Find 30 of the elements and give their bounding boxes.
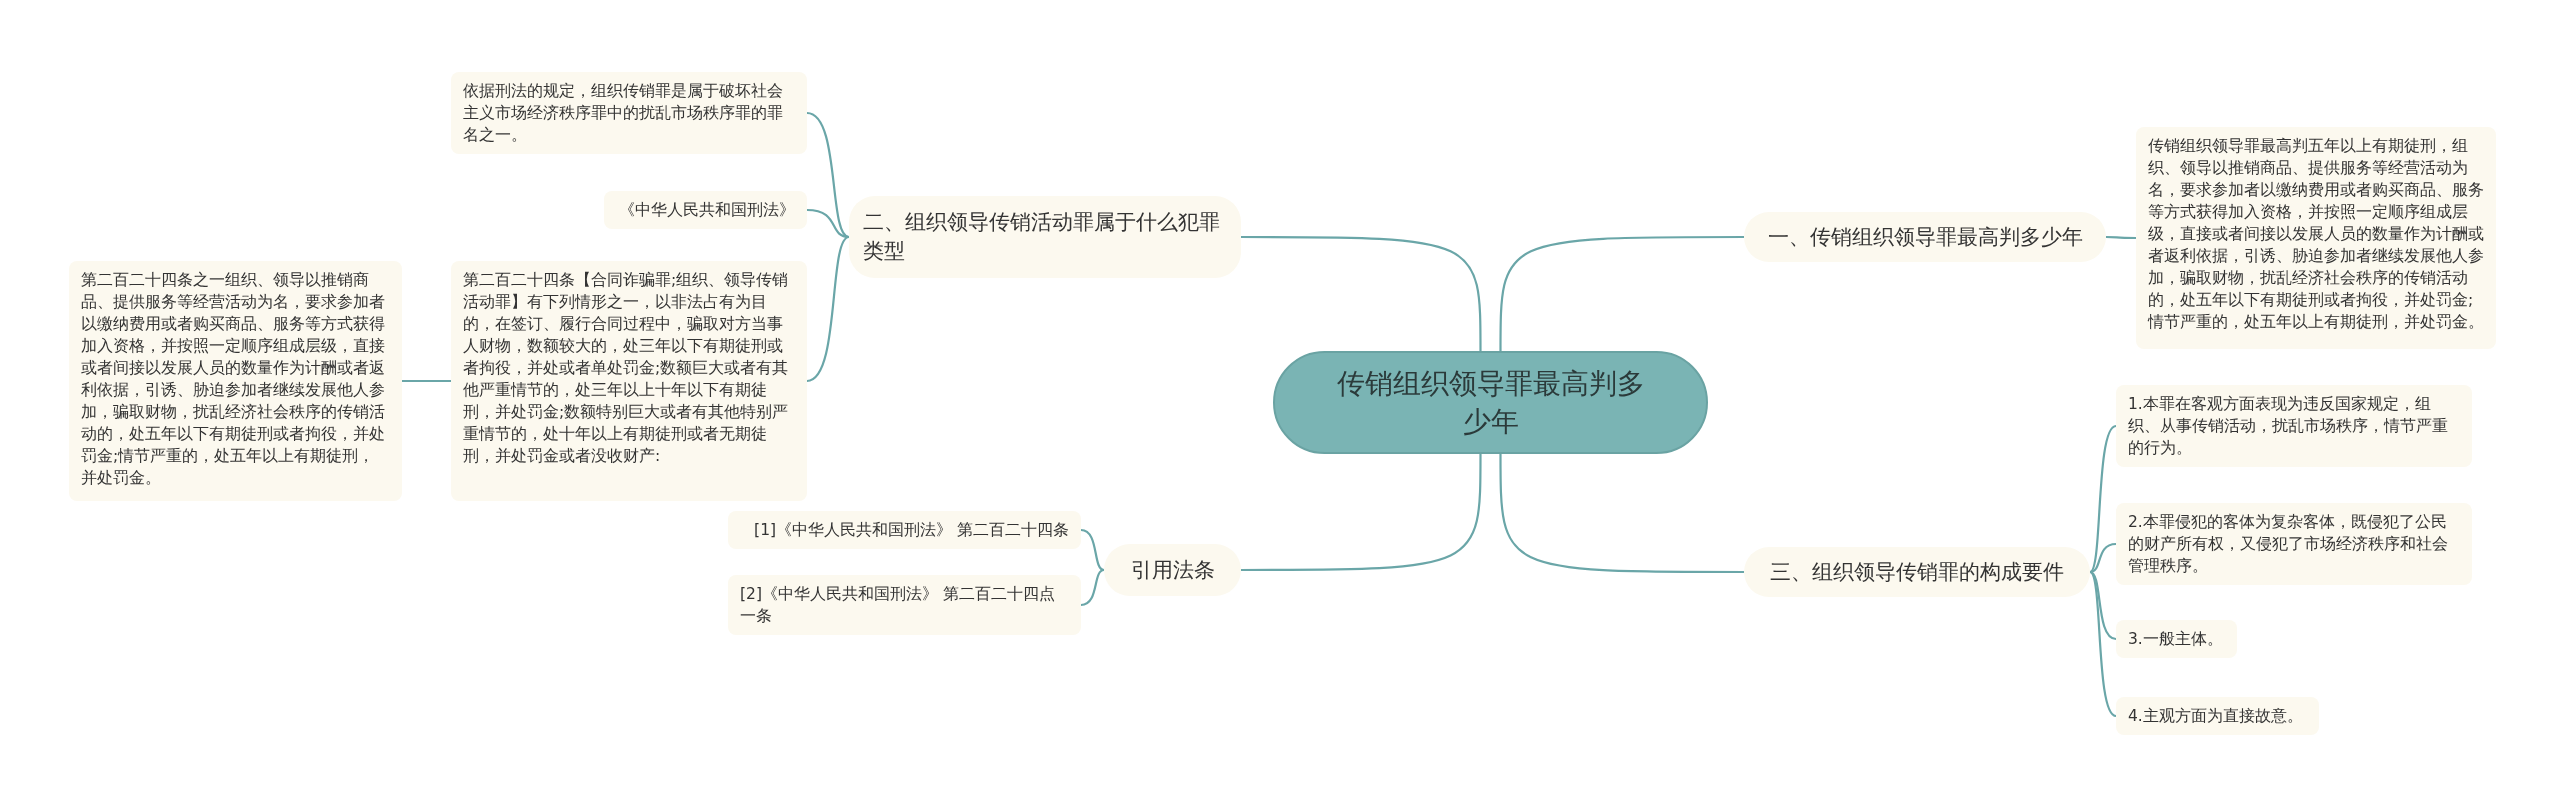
text-box: 传销组织领导罪最高判五年以上有期徒刑，组织、领导以推销商品、提供服务等经营活动为名，要求参加者以缴纳费用或者购买商品、服务等方式获得加入资格，并按照一定顺序组成层级，直接或者间接以发展人员的数量作为计酬或者返利依据，引诱、胁迫参加者继续发展他人参加，骗取财物，扰乱经济社会秩序的传销活动的，处五年以下有期徒刑或者拘役，并处罚金;情节严重的，处五年以上有期徒刑，并处罚金。 xyxy=(2136,127,2496,349)
connector-line xyxy=(806,111,850,238)
text-box: 第二百二十四条【合同诈骗罪;组织、领导传销活动罪】有下列情形之一，以非法占有为目的，在签订、履行合同过程中，骗取对方当事人财物，数额较大的，处三年以下有期徒刑或者拘役，并处或者单处罚金;数额巨大或者有其他严重情节的，处三年以上十年以下有期徒刑，并处罚金;数额特别巨大或者有其他特别严重情节的，处十年以上有期徒刑或者无期徒刑，并处罚金或者没收财产: xyxy=(451,261,807,501)
connector-line xyxy=(2089,571,2117,717)
text-box: 3.一般主体。 xyxy=(2116,620,2237,658)
topic-box: 三、组织领导传销罪的构成要件 xyxy=(1744,547,2090,597)
text-box: 第二百二十四条之一组织、领导以推销商品、提供服务等经营活动为名，要求参加者以缴纳费用或者购买商品、服务等方式获得加入资格，并按照一定顺序组成层级，直接或者间接以发展人员的数量作为计酬或者返利依据，引诱、胁迫参加者继续发展他人参加，骗取财物，扰乱经济社会秩序的传销活动的，处五年以下有期徒刑或者拘役，并处罚金;情节严重的，处五年以上有期徒刑，并处罚金。 xyxy=(69,261,402,501)
connector-line xyxy=(1241,454,1482,572)
connector-line xyxy=(1499,235,1744,351)
text-box: 4.主观方面为直接故意。 xyxy=(2116,697,2319,735)
topic-box: 二、组织领导传销活动罪属于什么犯罪类型 xyxy=(849,196,1241,278)
connector-line xyxy=(402,379,451,383)
text-box: 依据刑法的规定，组织传销罪是属于破坏社会主义市场经济秩序罪中的扰乱市场秩序罪的罪名之一。 xyxy=(451,72,807,154)
text-box: 《中华人民共和国刑法》 xyxy=(604,191,807,229)
connector-line xyxy=(1499,454,1744,574)
text-box: 2.本罪侵犯的客体为复杂客体，既侵犯了公民的财产所有权，又侵犯了市场经济秩序和社会管理秩序。 xyxy=(2116,503,2472,585)
connector-line xyxy=(1080,528,1105,572)
connector-line xyxy=(2089,425,2117,573)
connector-line xyxy=(1080,568,1105,607)
topic-box: 引用法条 xyxy=(1104,544,1241,596)
central-topic: 传销组织领导罪最高判多少年 xyxy=(1273,351,1708,454)
connector-line xyxy=(2089,542,2117,574)
connector-line xyxy=(806,236,850,383)
text-box: [2]《中华人民共和国刑法》 第二百二十四点一条 xyxy=(728,575,1081,635)
connector-line xyxy=(806,208,850,239)
text-box: [1]《中华人民共和国刑法》 第二百二十四条 xyxy=(728,511,1081,549)
topic-box: 一、传销组织领导罪最高判多少年 xyxy=(1744,212,2106,262)
connector-line xyxy=(2106,235,2136,240)
text-box: 1.本罪在客观方面表现为违反国家规定，组织、从事传销活动，扰乱市场秩序，情节严重的行为。 xyxy=(2116,385,2472,467)
connector-line xyxy=(1241,235,1482,351)
